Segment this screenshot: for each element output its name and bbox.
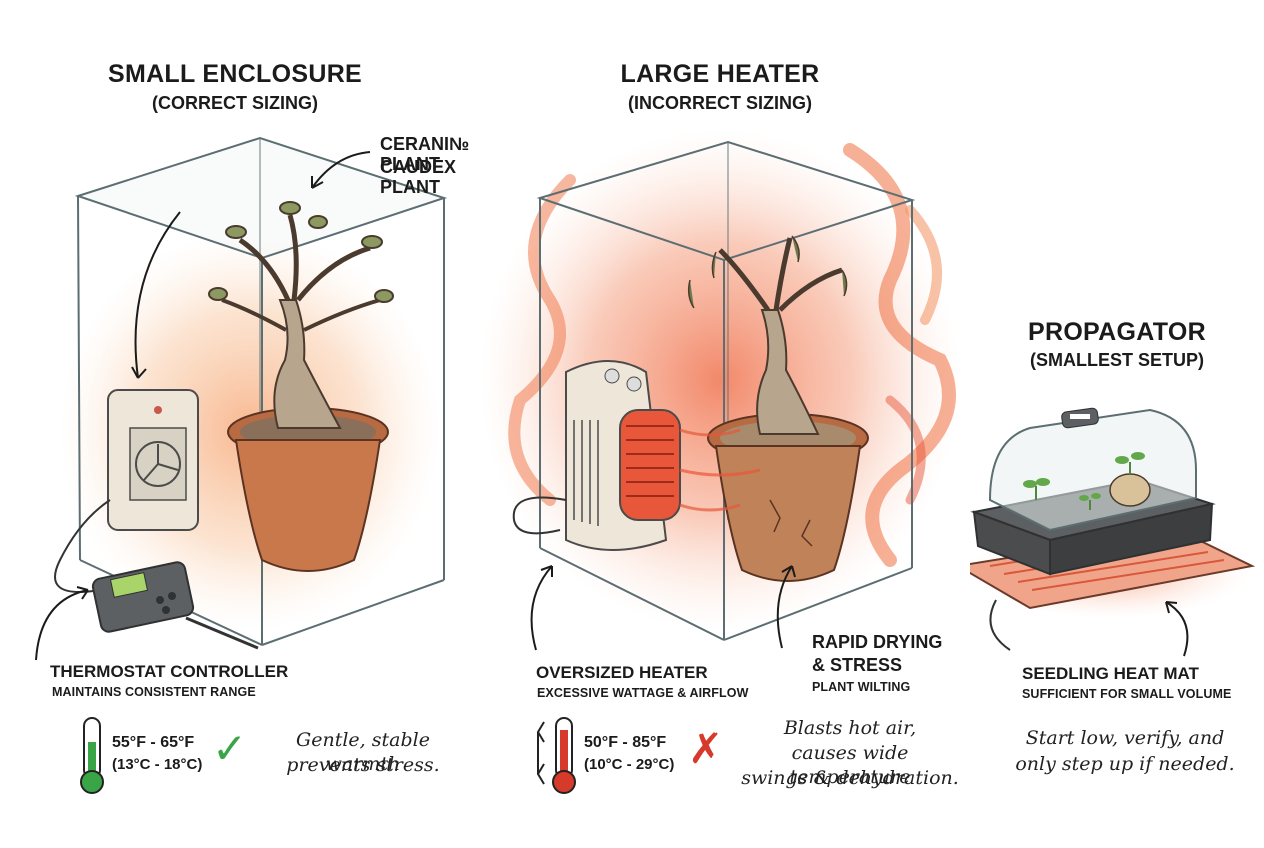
oversized-heater-title: OVERSIZED HEATER [536,663,708,682]
thermostat-controller-title: THERMOSTAT CONTROLLER [50,662,289,681]
callout-arrow-prop [1165,601,1189,657]
large-note-2: causes wide temperature [789,742,911,788]
plant-label-1: CERANI№ PLANT [380,134,470,174]
small-enclosure-panel: SMALL ENCLOSURE (CORRECT SIZING) [0,0,470,848]
small-note-2: prevents stress. [286,754,440,776]
cracked-pot [707,413,869,582]
prop-note-2: only step up if needed. [1015,753,1235,775]
small-enclosure-illustration [35,136,448,794]
mat-cable [989,599,1011,651]
thermometer-icon-large [536,717,576,794]
large-note-1: Blasts hot air, [783,717,917,739]
small-temp-c: (13°C - 18°C) [112,756,203,773]
propagator-title: PROPAGATOR [1027,318,1206,346]
seedling-heat-mat-title: SEEDLING HEAT MAT [1022,664,1199,683]
large-temp-f: 50°F - 85°F [584,734,667,751]
small-temp-f: 55°F - 65°F [112,734,195,751]
prop-note-1: Start low, verify, and [1025,727,1225,749]
propagator-illustration [970,407,1256,657]
check-icon: ✓ [212,725,248,772]
large-note-3: swings & dehydration. [741,767,959,789]
plant-label-2: CAUDEX PLANT [380,157,457,197]
cross-icon: ✗ [688,725,724,772]
oversized-heater-sub: EXCESSIVE WATTAGE & AIRFLOW [537,686,749,700]
oversized-heater-device [565,360,761,551]
large-heater-panel: LARGE HEATER (INCORRECT SIZING) [470,0,970,848]
callout-arrows [35,151,371,661]
heater-cable-large [512,496,567,535]
small-enclosure-title: SMALL ENCLOSURE [107,60,363,88]
small-fan-heater [107,389,199,531]
callout-arrows-large [530,565,796,651]
large-heater-title: LARGE HEATER [620,60,820,88]
large-heater-illustration [480,130,960,794]
wilting-plant [687,235,848,435]
large-heater-subtitle: (INCORRECT SIZING) [628,93,812,113]
caudex-plant [208,201,394,429]
propagator-panel: PROPAGATOR (SMALLEST SETUP) [970,0,1264,848]
rapid-drying-label-2: & STRESS [812,655,903,675]
heater-cable [54,499,111,593]
thermostat-controller-sub: MAINTAINS CONSISTENT RANGE [52,685,256,699]
seedling-heat-mat-sub: SUFFICIENT FOR SMALL VOLUME [1022,687,1232,701]
thermometer-icon [80,717,104,794]
plant-wilting-label: PLANT WILTING [812,680,911,694]
small-enclosure-subtitle: (CORRECT SIZING) [152,93,318,113]
terracotta-pot [227,407,389,572]
rapid-drying-label-1: RAPID DRYING [812,632,943,652]
propagator-subtitle: (SMALLEST SETUP) [1030,350,1204,370]
glass-enclosure-large [536,140,916,641]
seedlings [1023,452,1151,510]
large-temp-c: (10°C - 29°C) [584,756,675,773]
thermostat-controller-device [91,561,259,650]
small-note-1: Gentle, stable warmth [296,729,430,775]
